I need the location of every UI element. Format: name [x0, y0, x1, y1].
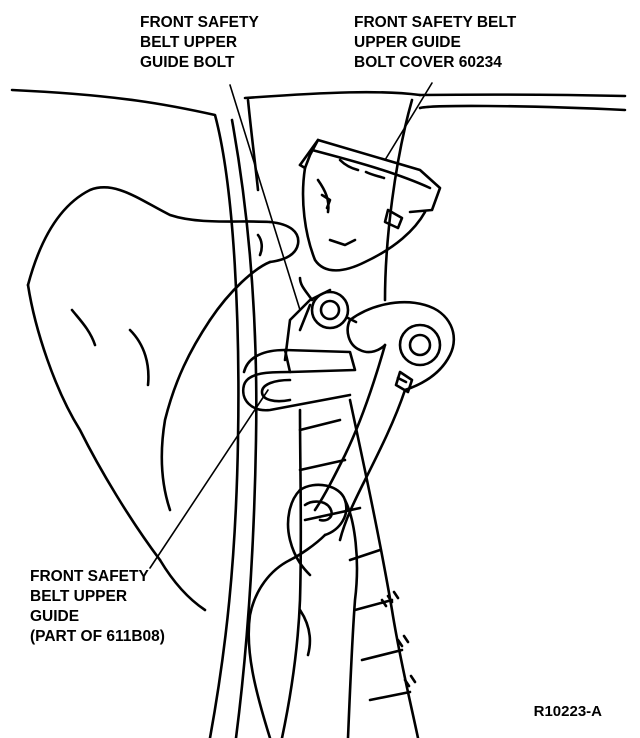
left-hand: [26, 186, 300, 612]
leader-lines: [149, 82, 433, 569]
callout-upper-guide-line-3: GUIDE: [30, 608, 80, 625]
callout-guide-bolt: FRONT SAFETY BELT UPPER GUIDE BOLT: [140, 13, 259, 73]
callout-upper-guide-line-1: FRONT SAFETY: [30, 568, 149, 585]
callout-upper-guide-line-2: BELT UPPER: [30, 588, 128, 605]
guide-bolt: [298, 276, 358, 330]
leader-guide-bolt: [229, 84, 301, 311]
figure-id: R10223-A: [533, 703, 602, 720]
callout-bolt-cover-line-2: UPPER GUIDE: [354, 34, 461, 51]
callout-bolt-cover-line-1: FRONT SAFETY BELT: [354, 14, 517, 31]
callout-guide-bolt-line-2: BELT UPPER: [140, 34, 238, 51]
leader-bolt-cover: [384, 82, 433, 161]
callout-upper-guide: FRONT SAFETY BELT UPPER GUIDE (PART OF 6…: [30, 567, 165, 647]
ratchet-wrench: [313, 301, 456, 542]
door-frame: [10, 88, 627, 738]
callout-bolt-cover-line-3: BOLT COVER 60234: [354, 54, 502, 71]
callout-guide-bolt-line-1: FRONT SAFETY: [140, 14, 259, 31]
bolt-cover: [298, 138, 442, 272]
callout-upper-guide-line-4: (PART OF 611B08): [30, 628, 165, 645]
right-hand: [247, 483, 359, 738]
callout-guide-bolt-line-3: GUIDE BOLT: [140, 54, 235, 71]
callout-bolt-cover: FRONT SAFETY BELT UPPER GUIDE BOLT COVER…: [354, 13, 516, 73]
leader-upper-guide: [149, 389, 269, 569]
